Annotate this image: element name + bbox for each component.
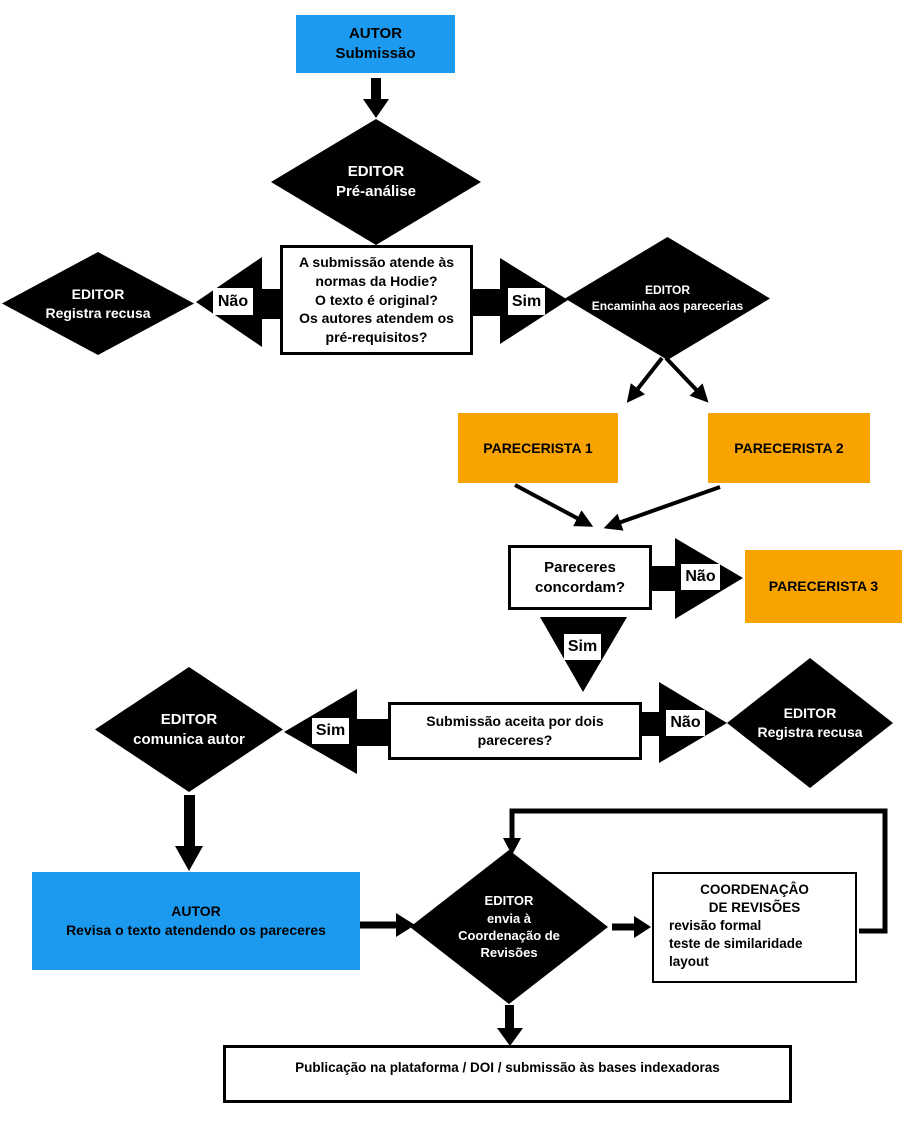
node-title: EDITOR — [783, 705, 837, 722]
question-line: Pareceres — [544, 558, 616, 576]
node-title: AUTOR — [348, 25, 403, 43]
node-label: Publicação na plataforma / DOI / submiss… — [295, 1060, 720, 1075]
node-subtitle: Registra recusa — [757, 724, 863, 740]
node-title: EDITOR — [347, 163, 405, 181]
criterio-line: O texto é original? — [315, 291, 438, 308]
node-submissao-aceita: Submissão aceita por dois pareceres? — [388, 702, 642, 760]
criterio-line: normas da Hodie? — [315, 273, 438, 290]
coord-item: layout — [669, 953, 709, 969]
node-parecerista-1: PARECERISTA 1 — [458, 413, 618, 483]
node-subtitle: Revisa o texto atendendo os pareceres — [66, 922, 326, 938]
node-label: PARECERISTA 3 — [768, 578, 879, 595]
node-subtitle: Encaminha aos parecerias — [591, 298, 744, 313]
coord-heading: DE REVISÕES — [708, 899, 801, 915]
criterio-line: Os autores atendem os — [299, 310, 454, 327]
node-subtitle: Pré-análise — [335, 183, 417, 200]
node-autor-revisa: AUTOR Revisa o texto atendendo os parece… — [32, 872, 360, 970]
node-title: EDITOR — [160, 710, 218, 728]
node-title: AUTOR — [171, 903, 221, 920]
node-subtitle: comunica autor — [133, 730, 245, 748]
node-coordenacao-revisoes: COORDENAÇÂO DE REVISÕES revisão formal t… — [652, 872, 857, 983]
criterio-line: pré-requisitos? — [325, 328, 428, 345]
node-line: envia à — [486, 910, 532, 926]
arrow-comunica-down — [175, 795, 203, 871]
node-line: Coordenação de — [458, 928, 560, 943]
edge-label-nao-1: Não — [213, 288, 253, 315]
edge-label-nao-3: Não — [666, 710, 705, 736]
question-line: pareceres? — [477, 732, 553, 748]
node-label: PARECERISTA 1 — [483, 439, 593, 456]
arrow-converge-left — [514, 483, 594, 527]
node-parecerista-2: PARECERISTA 2 — [708, 413, 870, 483]
question-line: Submissão aceita por dois — [426, 713, 604, 730]
node-pareceres-concordam: Pareceres concordam? — [508, 545, 652, 610]
arrow-split-right — [664, 356, 709, 403]
arrow-converge-right — [603, 485, 721, 531]
loop-coord-envia-head — [503, 838, 521, 855]
node-autor-submissao: AUTOR Submissão — [296, 15, 455, 73]
coord-heading: COORDENAÇÂO — [700, 882, 809, 897]
criterio-line: A submissão atende às — [298, 254, 455, 271]
node-label: PARECERISTA 2 — [734, 439, 844, 456]
coord-item: teste de similaridade — [669, 935, 803, 951]
node-title: EDITOR — [644, 282, 691, 297]
edge-label-sim-3: Sim — [312, 718, 349, 744]
arrow-envia-coord-head — [634, 916, 651, 938]
node-title: EDITOR — [71, 285, 125, 302]
edge-label-sim-2: Sim — [564, 634, 601, 660]
question-line: concordam? — [534, 578, 625, 596]
arrow-revisa-envia-head — [396, 913, 415, 937]
node-criterios-pre-analise: A submissão atende às normas da Hodie? O… — [280, 245, 473, 355]
node-parecerista-3: PARECERISTA 3 — [745, 550, 902, 623]
edge-label-nao-2: Não — [681, 564, 720, 590]
node-publicacao: Publicação na plataforma / DOI / submiss… — [223, 1045, 792, 1103]
loop-coord-envia — [509, 808, 888, 934]
node-subtitle: Registra recusa — [45, 304, 151, 321]
arrow-submissao-down — [363, 78, 389, 118]
coord-item: revisão formal — [669, 917, 762, 933]
edge-label-sim-1: Sim — [508, 288, 545, 315]
node-line: EDITOR — [484, 893, 534, 909]
arrow-envia-pub — [497, 1005, 523, 1046]
arrow-split-left — [626, 356, 664, 403]
node-line: Revisões — [480, 945, 538, 961]
node-subtitle: Submissão — [335, 45, 416, 62]
